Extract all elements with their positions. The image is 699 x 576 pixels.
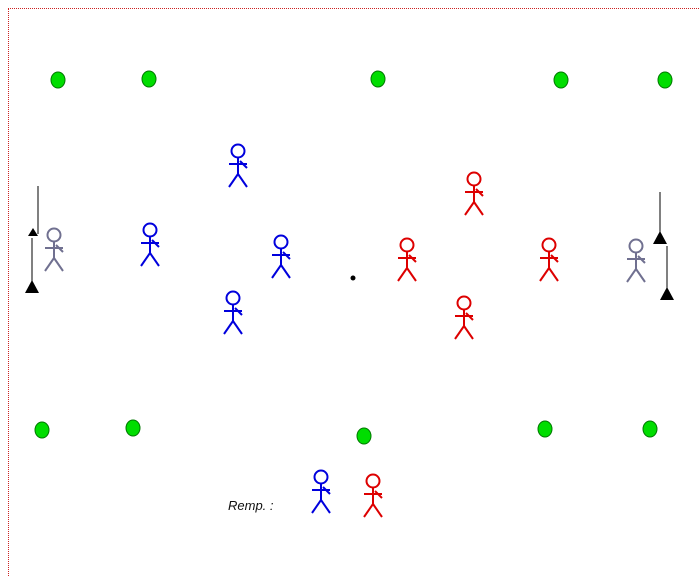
player-red <box>455 297 473 340</box>
cone-marker <box>357 428 371 444</box>
player-red <box>540 239 558 282</box>
goal-post-flag <box>25 280 39 293</box>
goal-left <box>25 186 39 293</box>
player-blue <box>224 292 242 335</box>
cone-marker <box>658 72 672 88</box>
ball <box>351 276 356 281</box>
substitutes-label: Remp. : <box>228 498 274 513</box>
cone-marker <box>35 422 49 438</box>
player-red <box>465 173 483 216</box>
cone-marker <box>142 71 156 87</box>
substitute-red <box>364 475 382 518</box>
player-blue <box>272 236 290 279</box>
player-blue <box>141 224 159 267</box>
cone-marker <box>643 421 657 437</box>
cone-marker <box>371 71 385 87</box>
goal-post-flag <box>28 228 38 236</box>
cone-marker <box>554 72 568 88</box>
goal-post-flag <box>660 287 674 300</box>
player-blue <box>229 145 247 188</box>
player-red <box>398 239 416 282</box>
cone-marker <box>538 421 552 437</box>
cone-marker <box>126 420 140 436</box>
goal-post-flag <box>653 231 667 244</box>
substitute-blue <box>312 471 330 514</box>
goal-right <box>653 192 674 300</box>
cone-marker <box>51 72 65 88</box>
goalkeeper-right <box>627 240 645 283</box>
goalkeeper-left <box>45 229 63 272</box>
